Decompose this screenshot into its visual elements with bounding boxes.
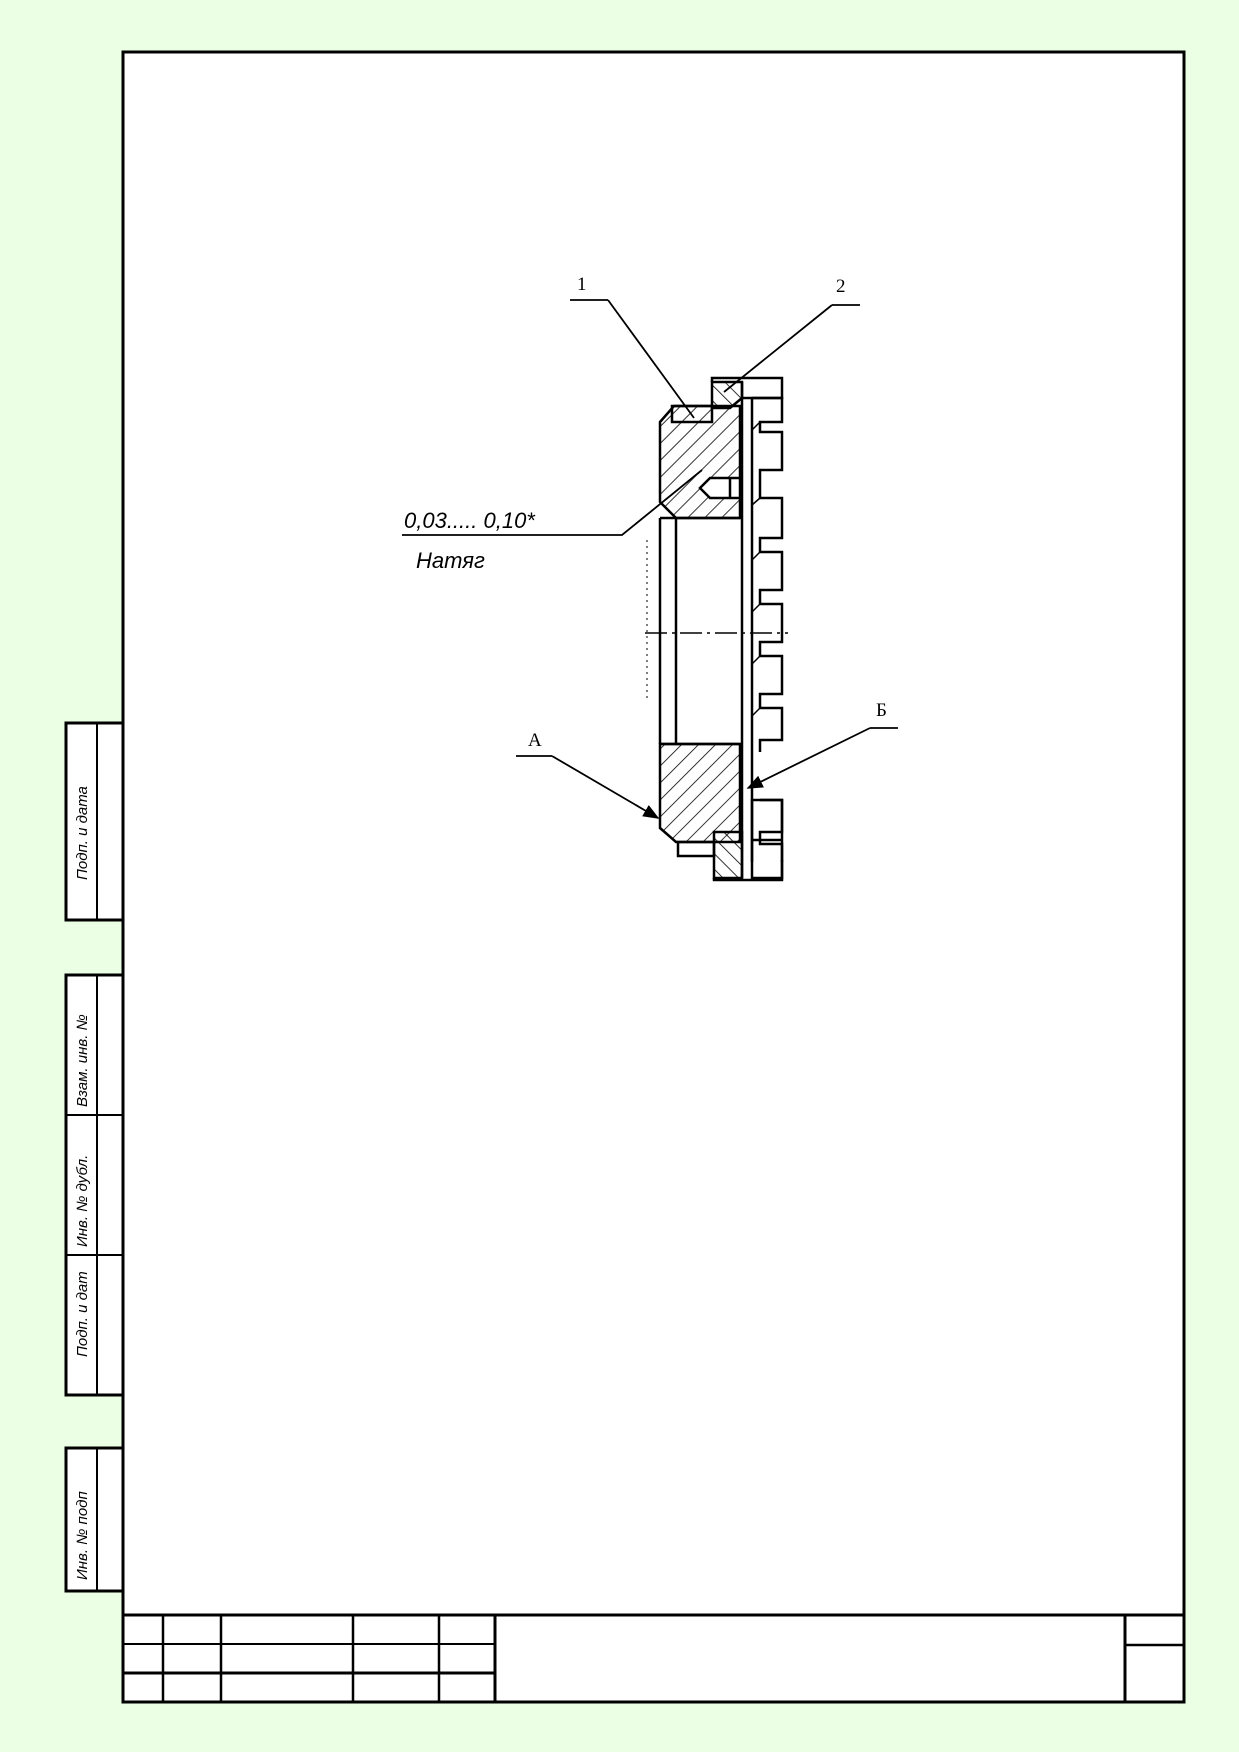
callout-surface-b: Б (876, 700, 887, 721)
section-drawing (645, 376, 788, 882)
callout-surface-a: А (528, 730, 542, 751)
part2-bottom-section (712, 830, 744, 880)
side-label-orig-inv: Инв. № подп (74, 1491, 91, 1580)
side-label-replace-inv: Взам. инв. № (74, 1014, 91, 1107)
side-stamp-labels: Подп. и дата Взам. инв. № Инв. № дубл. П… (74, 786, 91, 1580)
callout-part-2: 2 (836, 276, 846, 297)
side-label-dup-inv: Инв. № дубл. (74, 1155, 91, 1247)
fit-type: Натяг (416, 548, 485, 573)
sheet-frame (121, 50, 1186, 1704)
title-block (123, 1613, 1184, 1702)
callout-part-1: 1 (577, 274, 587, 295)
fit-tolerance: 0,03..... 0,10* (404, 508, 536, 533)
side-stamp (64, 721, 125, 1593)
part1-bottom-section (658, 742, 742, 844)
side-label-signature-2: Подп. и дат (74, 1271, 91, 1357)
side-label-signature: Подп. и дата (74, 786, 91, 880)
leaders (402, 299, 898, 819)
